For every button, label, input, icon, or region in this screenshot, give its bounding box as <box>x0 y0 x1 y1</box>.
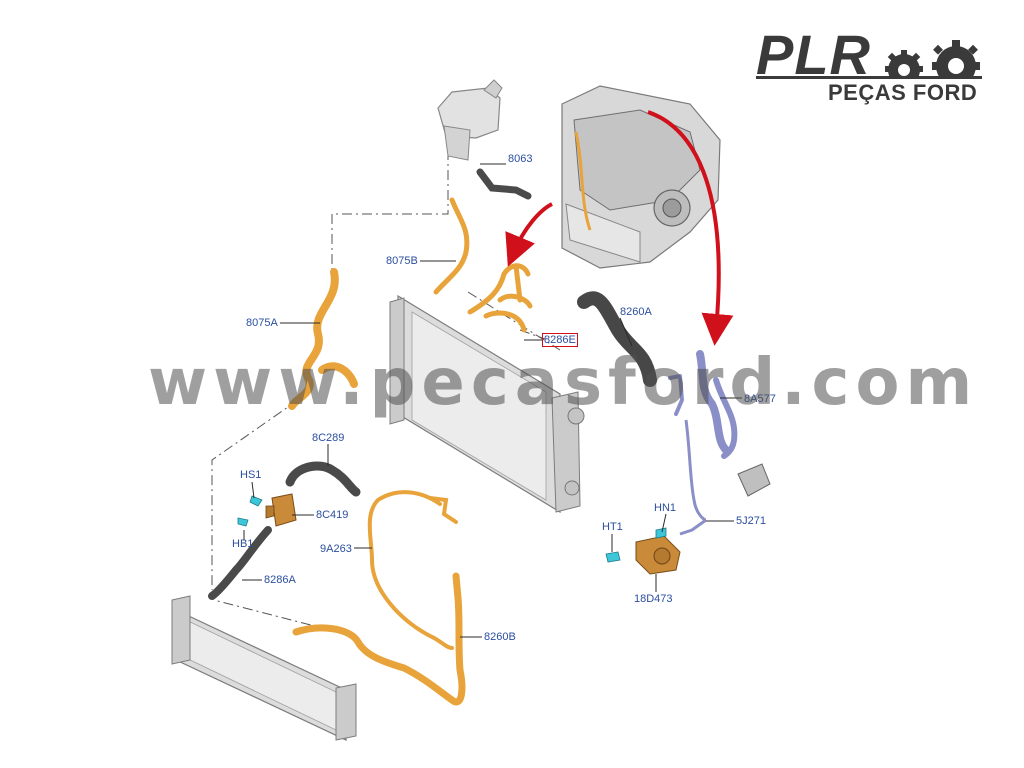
hose-8286E <box>467 263 533 333</box>
label-9A263: 9A263 <box>320 543 352 555</box>
heat-exchanger-8C419 <box>265 493 297 527</box>
red-arrow-left <box>505 202 553 267</box>
clamp-HN1 <box>655 527 667 539</box>
label-HB1: HB1 <box>232 538 254 550</box>
label-HS1: HS1 <box>240 469 262 481</box>
label-8C419: 8C419 <box>316 509 349 521</box>
label-18D473: 18D473 <box>634 593 673 605</box>
label-8260B: 8260B <box>484 631 516 643</box>
hose-8C289 <box>285 461 361 497</box>
hose-8075B <box>433 197 470 295</box>
label-HN1: HN1 <box>654 502 677 514</box>
label-8286E: 8286E <box>542 333 578 347</box>
leader-lines <box>242 163 742 638</box>
hose-5J271 <box>679 419 707 536</box>
clamp-HB1 <box>237 517 249 527</box>
expansion-tank <box>437 79 503 161</box>
label-8260A: 8260A <box>620 306 652 318</box>
clamp-HT1 <box>605 551 621 563</box>
label-HT1: HT1 <box>602 521 623 533</box>
red-arrow-right <box>647 110 734 346</box>
main-radiator <box>389 294 585 514</box>
clamp-HS1 <box>249 495 263 507</box>
plr-logo: PLR PEÇAS FORD <box>752 23 988 108</box>
label-8063: 8063 <box>508 153 533 165</box>
hose-8063 <box>476 168 532 200</box>
label-8286A: 8286A <box>264 574 296 586</box>
label-8C289: 8C289 <box>312 432 345 444</box>
logo-brand: PLR <box>756 23 871 86</box>
hose-9A263 <box>367 490 458 650</box>
engine-block <box>561 85 721 269</box>
logo-subtitle: PEÇAS FORD <box>828 80 978 105</box>
label-8075A: 8075A <box>246 317 278 329</box>
label-5J271: 5J271 <box>736 515 766 527</box>
gear-icon <box>885 40 980 78</box>
hose-8286A <box>208 526 272 600</box>
hose-8A577 <box>668 350 738 459</box>
hose-8260A <box>577 291 657 387</box>
label-8075B: 8075B <box>386 255 418 267</box>
logo-underline <box>756 76 982 79</box>
hose-outlet <box>737 463 771 497</box>
hose-8260B <box>292 572 466 706</box>
lower-radiator <box>171 595 357 741</box>
hose-8075A <box>288 268 358 410</box>
watermark: www.pecasford.com <box>148 346 979 420</box>
label-8A577: 8A577 <box>744 393 776 405</box>
pump-18D473 <box>635 535 681 575</box>
